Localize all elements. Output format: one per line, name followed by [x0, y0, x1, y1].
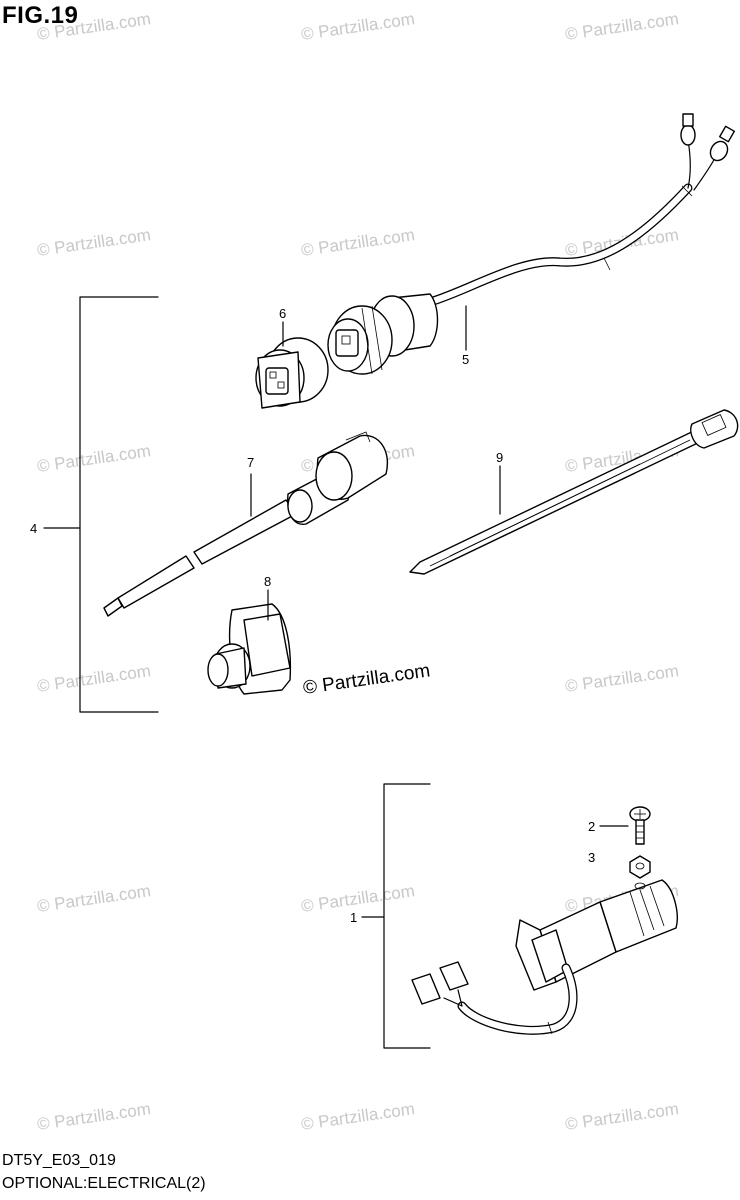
watermark: © Partzilla.com: [36, 441, 152, 476]
watermark: © Partzilla.com: [36, 225, 152, 260]
watermark: © Partzilla.com: [300, 1099, 416, 1134]
figure-title: FIG.19: [2, 2, 79, 29]
part-9-cable-tie: 9: [409, 409, 739, 575]
group-bracket-1: 1: [350, 783, 431, 1049]
watermark: © Partzilla.com: [564, 9, 680, 44]
watermark: © Partzilla.com: [564, 661, 680, 696]
figure-caption: OPTIONAL:ELECTRICAL(2): [2, 1175, 206, 1192]
callout-7: 7: [247, 455, 254, 470]
callout-3: 3: [588, 850, 595, 865]
watermark-center: © Partzilla.com: [302, 660, 432, 699]
part-3-nut: 3: [588, 850, 651, 879]
watermark: © Partzilla.com: [36, 9, 152, 44]
watermark: © Partzilla.com: [36, 1099, 152, 1134]
callout-5: 5: [462, 352, 469, 367]
part-6-cap: 6: [255, 306, 329, 409]
callout-4: 4: [30, 521, 37, 536]
part-7-plug: 7: [103, 431, 388, 617]
watermark: © Partzilla.com: [36, 881, 152, 916]
callout-6: 6: [279, 306, 286, 321]
part-2-screw: 2: [588, 806, 651, 845]
watermark: © Partzilla.com: [36, 661, 152, 696]
part-8-boot: 8: [207, 574, 292, 695]
watermark: © Partzilla.com: [300, 9, 416, 44]
callout-9: 9: [496, 450, 503, 465]
watermark: © Partzilla.com: [564, 1099, 680, 1134]
callout-2: 2: [588, 819, 595, 834]
callout-1: 1: [350, 910, 357, 925]
group-bracket-4: 4: [30, 296, 159, 713]
watermark: © Partzilla.com: [300, 225, 416, 260]
callout-8: 8: [264, 574, 271, 589]
watermark: © Partzilla.com: [300, 881, 416, 916]
model-code: DT5Y_E03_019: [2, 1152, 116, 1169]
part-1-switch-unit: [411, 879, 678, 1035]
part-5-wire-harness: 5: [327, 113, 736, 375]
